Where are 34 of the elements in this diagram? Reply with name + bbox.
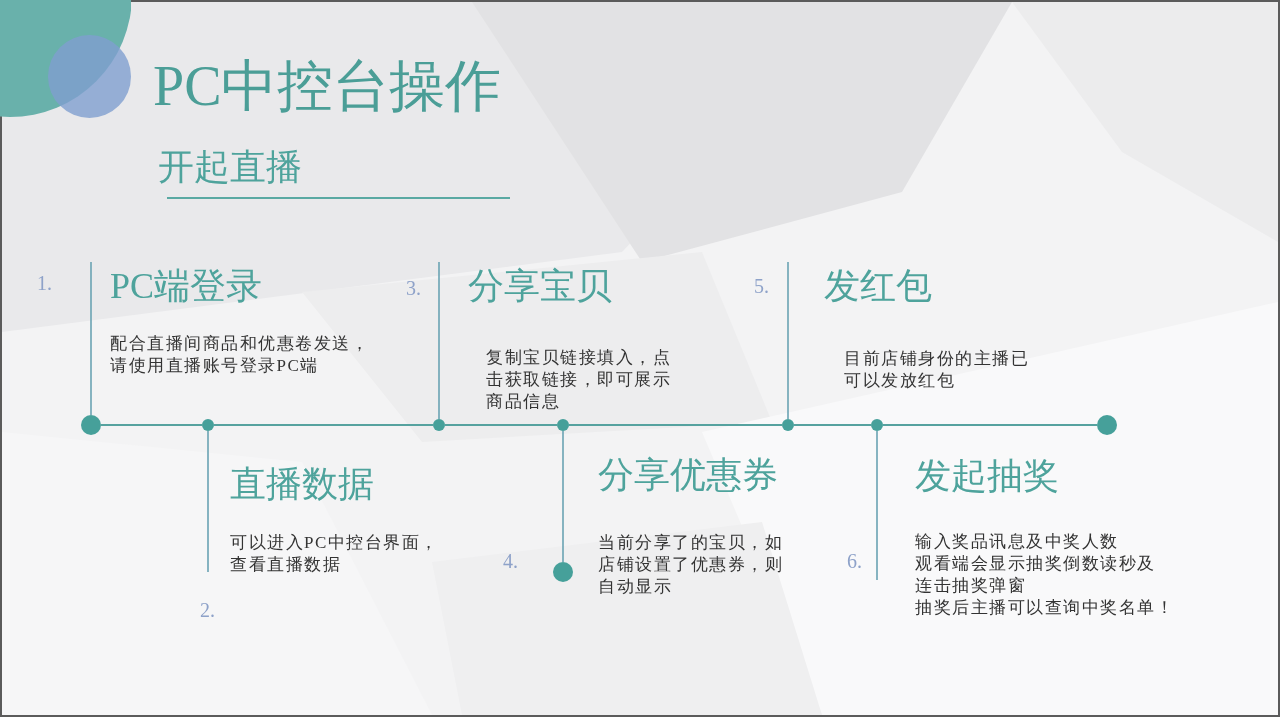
timeline-line <box>882 424 1098 426</box>
step-description: 目前店铺身份的主播已可以发放红包 <box>844 348 1030 392</box>
step-description: 当前分享了的宝贝，如店铺设置了优惠券，则自动显示 <box>598 532 784 598</box>
step-number: 1. <box>37 271 52 295</box>
stem-line <box>562 430 564 563</box>
stem-line <box>876 430 878 581</box>
step-heading: 发红包 <box>823 265 933 308</box>
stem-line <box>90 261 92 416</box>
timeline-line <box>100 424 203 426</box>
step-heading: PC端登录 <box>109 265 264 308</box>
step-description: 可以进入PC中控台界面，查看直播数据 <box>230 532 440 576</box>
timeline-line <box>793 424 872 426</box>
step-description: 复制宝贝链接填入，点击获取链接，即可展示商品信息 <box>486 347 672 413</box>
stem-line <box>787 261 789 420</box>
timeline-line <box>444 424 558 426</box>
step-number: 3. <box>406 276 421 300</box>
step-heading: 分享优惠券 <box>597 454 779 497</box>
step-description: 配合直播间商品和优惠卷发送，请使用直播账号登录PC端 <box>110 333 370 377</box>
step-number: 6. <box>847 549 862 573</box>
subtitle: 开起直播 <box>158 146 302 189</box>
step-heading: 直播数据 <box>229 463 375 506</box>
step-description: 观看端会显示抽奖倒数读秒及连击抽奖弹窗 <box>915 553 1157 597</box>
step-heading: 分享宝贝 <box>467 265 613 308</box>
step-number: 5. <box>754 274 769 298</box>
step-description: 抽奖后主播可以查询中奖名单！ <box>915 597 1174 619</box>
step-number: 4. <box>503 549 518 573</box>
page-title: PC中控台操作 <box>153 54 502 119</box>
step-heading: 发起抽奖 <box>914 455 1060 498</box>
timeline-line <box>568 424 783 426</box>
stem-line <box>438 261 440 420</box>
step-description: 输入奖品讯息及中奖人数 <box>915 531 1119 553</box>
step-number: 2. <box>200 598 215 622</box>
timeline-line <box>213 424 434 426</box>
stem-line <box>207 430 209 573</box>
